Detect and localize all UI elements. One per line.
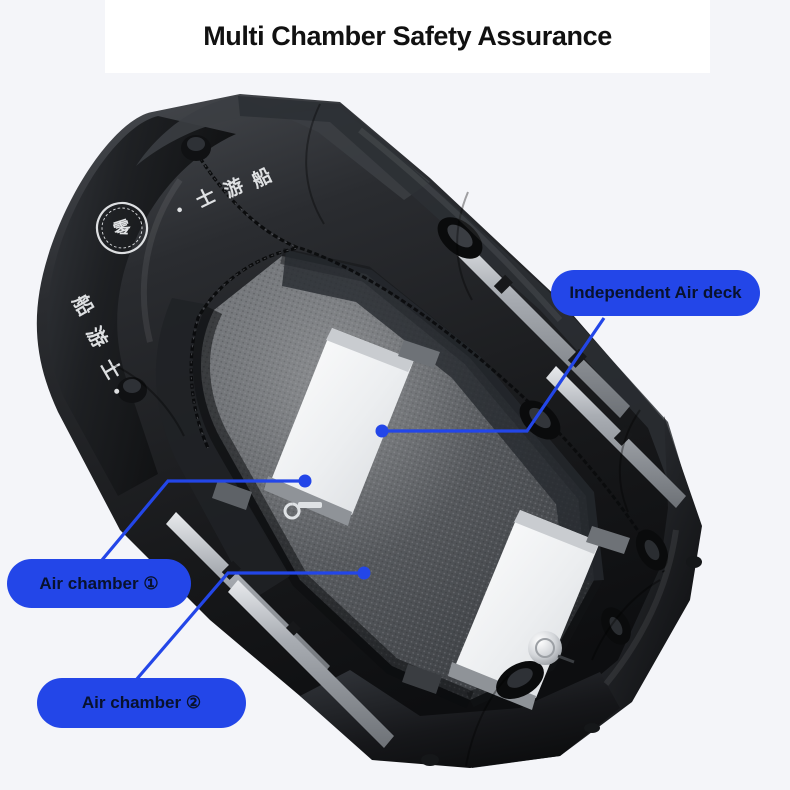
callout-air-chamber-1[interactable]: Air chamber ① [7, 559, 191, 608]
callout-air-chamber-2[interactable]: Air chamber ② [37, 678, 246, 728]
callout-independent-air-deck[interactable]: Independent Air deck [551, 270, 760, 316]
page-title: Multi Chamber Safety Assurance [203, 21, 612, 51]
title-banner: Multi Chamber Safety Assurance [105, 0, 710, 73]
